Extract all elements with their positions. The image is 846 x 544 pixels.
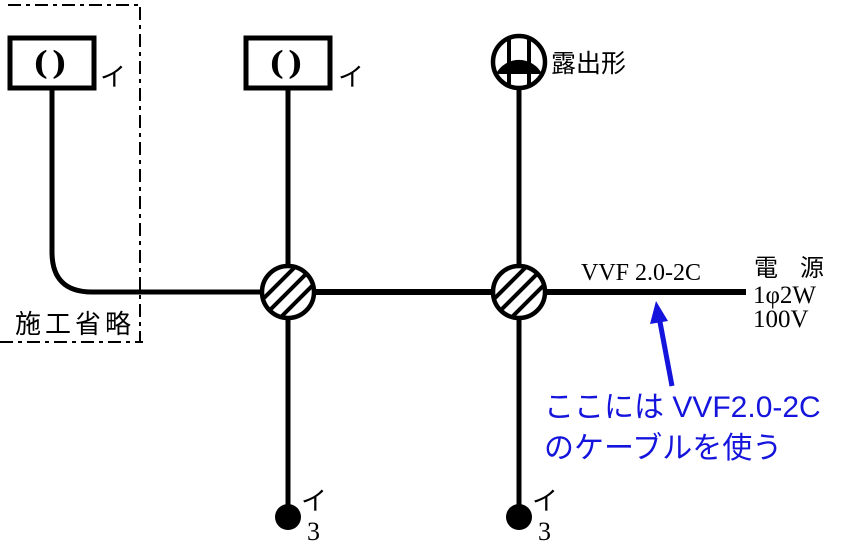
rosette-filled-base xyxy=(495,59,543,74)
switch-right-symbol xyxy=(506,504,532,530)
power-source-phase: 1φ2W xyxy=(753,282,816,309)
construction-omitted-region: 施工省略 xyxy=(0,4,143,343)
switch-right-label: イ xyxy=(532,487,558,516)
junction-box-left xyxy=(259,263,317,321)
wire-lamp-left-to-junction xyxy=(49,86,264,295)
ceiling-light-left-glyph: () xyxy=(33,44,71,82)
annotation-arrowhead xyxy=(650,301,668,324)
rosette-type-label: 露出形 xyxy=(551,50,626,78)
ceiling-light-middle: () xyxy=(243,35,333,91)
switch-left-symbol xyxy=(275,504,301,530)
ceiling-light-left-box xyxy=(7,35,97,91)
power-source-voltage: 100V xyxy=(753,306,809,333)
annotation-arrow-shaft xyxy=(657,321,675,387)
annotation-text: ここには VVF2.0-2C のケーブルを使う xyxy=(544,391,821,465)
ceiling-light-middle-box xyxy=(243,35,333,91)
ceiling-rosette-symbol xyxy=(490,33,548,91)
annotation-line2: のケーブルを使う xyxy=(544,432,782,465)
switch-left-label: イ xyxy=(301,487,327,516)
ceiling-light-middle-glyph: () xyxy=(269,44,307,82)
power-source-title: 電 源 xyxy=(754,255,832,282)
ceiling-light-middle-label: イ xyxy=(338,63,364,92)
junction-box-right xyxy=(490,263,548,321)
annotation-arrow xyxy=(650,301,675,387)
ceiling-light-left-label: イ xyxy=(100,63,126,92)
cable-label: VVF 2.0-2C xyxy=(581,260,701,286)
power-source-label: 電 源 1φ2W 100V xyxy=(753,255,832,333)
switch-right-number: 3 xyxy=(538,517,551,544)
switch-left-number: 3 xyxy=(307,517,320,544)
ceiling-light-left: () xyxy=(7,35,97,91)
construction-omitted-label: 施工省略 xyxy=(15,310,135,339)
annotation-line1: ここには VVF2.0-2C xyxy=(544,391,821,424)
